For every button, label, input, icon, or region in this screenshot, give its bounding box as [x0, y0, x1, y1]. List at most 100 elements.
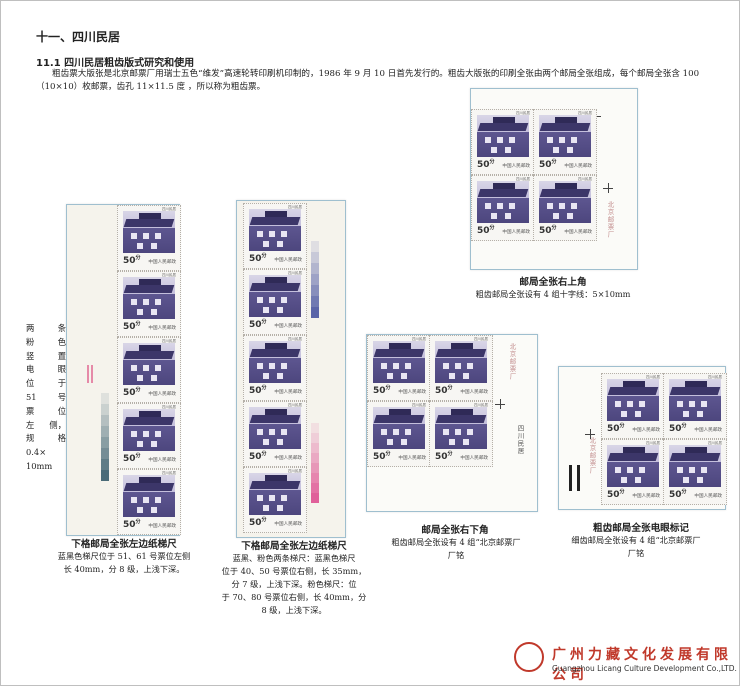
stamp-country: 中国人民邮政	[564, 164, 592, 169]
ladder-step	[311, 423, 319, 433]
side-note-line: 位于	[26, 377, 66, 391]
stamp-country: 中国人民邮政	[398, 456, 426, 461]
left-caption-body: 蓝黑色梯尺位于 51、61 号票位左侧 长 40mm，分 8 级，上浅下深。	[44, 550, 204, 576]
pink-gradient-ladder	[311, 423, 319, 503]
stamp-subject: 四川民居	[162, 405, 176, 409]
stamp-country: 中国人民邮政	[274, 390, 302, 395]
bottom-right-caption-body: 粗齿邮局全张设有 4 组“北京邮票厂 厂铭	[356, 536, 556, 562]
intro-paragraph: 粗齿票大版张是北京邮票厂用瑞士五色“维发”高速轮转印刷机印制的，1986 年 9…	[36, 69, 700, 92]
side-note-line: 0.4×	[26, 446, 66, 460]
bottom-right-caption-title: 邮局全张右下角	[421, 525, 489, 536]
section-heading: 十一、四川民居	[36, 30, 121, 44]
caption-line: 蓝黑色梯尺位于 51、61 号票位左侧	[57, 551, 191, 561]
side-note-char: 粉	[26, 336, 35, 347]
ladder-step	[311, 493, 319, 503]
side-note-line: 粉色	[26, 336, 66, 350]
stamp-value: 50分	[123, 453, 141, 464]
side-note-char: 两	[26, 323, 35, 333]
stamp-value: 50分	[477, 225, 495, 236]
stamp-country: 中国人民邮政	[148, 392, 176, 397]
house-picture	[669, 445, 721, 487]
stamp-subject: 四川民居	[646, 441, 660, 445]
imprint-vertical: 北京邮票厂	[606, 201, 614, 239]
house-picture	[123, 409, 175, 451]
side-note-line: 票位	[26, 405, 66, 419]
eye-mark	[87, 365, 89, 383]
stamp-subject: 四川民居	[288, 271, 302, 275]
stamp-value: 50分	[669, 489, 687, 500]
side-note-char: 电	[26, 364, 35, 375]
side-note-char: 51	[26, 391, 37, 402]
house-picture	[435, 341, 487, 383]
stamp-value: 50分	[123, 519, 141, 530]
house-picture	[607, 379, 659, 421]
side-note-char: 号	[57, 391, 66, 402]
stamp-subject: 四川民居	[412, 403, 426, 407]
ladder-step	[311, 443, 319, 453]
stamp-subject: 四川民居	[162, 207, 176, 211]
caption-line: 位于 40、50 号票位右侧，长 35mm，	[221, 566, 367, 576]
ladder-step	[311, 296, 319, 307]
stamp-subject: 四川民居	[578, 111, 592, 115]
ladder-step	[311, 252, 319, 263]
stamp-subject: 四川民居	[578, 177, 592, 181]
stamp-value: 50分	[249, 385, 267, 396]
side-note-char: 色	[57, 336, 66, 347]
stamp-value: 50分	[123, 321, 141, 332]
side-note-char: 于	[57, 378, 66, 389]
stamp-value: 50分	[435, 385, 453, 396]
stamp-subject: 四川民居	[288, 403, 302, 407]
imprint-vertical: 北京邮票厂	[588, 437, 596, 475]
ladder-step	[101, 393, 109, 404]
caption-line: 长 40mm，分 8 级，上浅下深。	[63, 564, 185, 574]
blue-gradient-ladder	[101, 393, 109, 481]
ladder-step	[101, 459, 109, 470]
far-right-caption-body: 细齿邮局全张设有 4 组“北京邮票厂 厂铭	[536, 534, 736, 560]
side-note-line: 规格	[26, 432, 66, 446]
side-note-char: 格	[57, 433, 66, 444]
stamp-country: 中国人民邮政	[274, 258, 302, 263]
house-picture	[477, 115, 529, 157]
eye-mark	[91, 365, 93, 383]
ladder-step	[311, 285, 319, 296]
house-picture	[669, 379, 721, 421]
side-note-line: 电眼	[26, 363, 66, 377]
stamp-value: 50分	[607, 489, 625, 500]
ladder-step	[311, 483, 319, 493]
stamp-subject: 四川民居	[288, 469, 302, 473]
stamp-value: 50分	[373, 385, 391, 396]
stamp-country: 中国人民邮政	[632, 428, 660, 433]
stamp-subject: 四川民居	[708, 441, 722, 445]
stamp-country: 中国人民邮政	[694, 428, 722, 433]
company-logo-icon	[514, 642, 544, 672]
company-name-cn: 广州力藏文化发展有限公司	[552, 647, 732, 683]
company-name-en: Guangzhou Licang Culture Development Co.…	[552, 664, 737, 673]
side-note-char: 位	[57, 405, 66, 416]
house-picture	[477, 181, 529, 223]
middle-caption-title: 下格邮局全张左边纸梯尺	[241, 541, 347, 552]
stamp-subject: 四川民居	[474, 337, 488, 341]
top-margin	[471, 89, 583, 111]
stamp-country: 中国人民邮政	[502, 164, 530, 169]
house-picture	[607, 445, 659, 487]
stamp-subject: 四川民居	[412, 337, 426, 341]
stamp-country: 中国人民邮政	[148, 326, 176, 331]
ladder-step	[311, 473, 319, 483]
side-note-line: 左侧，	[26, 419, 66, 433]
